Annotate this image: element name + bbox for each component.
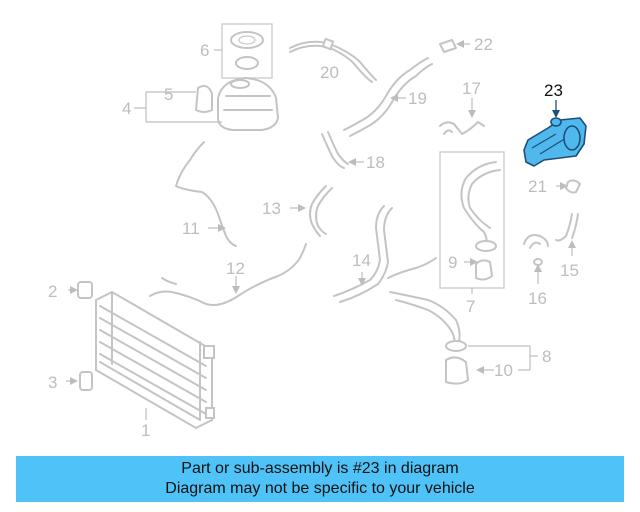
part-2-bracket	[68, 281, 93, 299]
part-3-bracket	[66, 371, 93, 391]
part-18-hose	[321, 131, 364, 169]
part-21-connector	[556, 179, 581, 194]
callout-11: 11	[182, 219, 200, 238]
banner-line-1: Part or sub-assembly is #23 in diagram	[181, 460, 459, 477]
part-13-hose	[290, 185, 333, 237]
part-4-expansion-tank	[134, 76, 280, 131]
callout-13: 13	[262, 199, 281, 218]
part-15-hose	[555, 213, 579, 256]
callout-17: 17	[462, 79, 481, 98]
callout-20: 20	[320, 63, 339, 82]
part-14-pipe	[333, 205, 461, 347]
part-16-hose	[523, 234, 549, 284]
callout-6: 6	[200, 41, 209, 60]
part-1-radiator	[95, 290, 215, 430]
callout-21: 21	[528, 177, 547, 196]
part-23-thermostat-housing[interactable]	[523, 100, 587, 167]
callout-10: 10	[494, 361, 513, 380]
part-19-hose	[343, 57, 433, 137]
callout-4: 4	[122, 99, 131, 118]
callout-18: 18	[366, 153, 385, 172]
part-20-hose	[289, 37, 377, 83]
callout-8: 8	[542, 347, 551, 366]
part-11-pipe	[175, 141, 237, 247]
callout-22: 22	[474, 35, 493, 54]
banner-line-2: Diagram may not be specific to your vehi…	[165, 480, 475, 497]
callout-19: 19	[408, 89, 427, 108]
callout-14: 14	[352, 251, 371, 270]
callout-5: 5	[164, 85, 173, 104]
part-22-connector	[439, 39, 470, 53]
part-12-pipe	[149, 243, 307, 306]
cooling-system-diagram: 1 2 3 4 5 6 7 8 9 10 11 12 13 14 15 16 1…	[48, 23, 587, 440]
part-17-connector	[439, 98, 485, 135]
callout-3: 3	[48, 373, 57, 392]
part-10-fitting	[445, 340, 538, 385]
callout-9: 9	[448, 253, 457, 272]
part-7-hose-kit	[439, 151, 505, 294]
part-6-cap-seal	[214, 23, 273, 79]
info-banner: Part or sub-assembly is #23 in diagram D…	[16, 456, 624, 502]
callout-7: 7	[466, 297, 475, 316]
callout-15: 15	[560, 261, 579, 280]
callout-23: 23	[544, 81, 563, 100]
callout-16: 16	[528, 289, 547, 308]
callout-12: 12	[226, 259, 245, 278]
callout-2: 2	[48, 282, 57, 301]
callout-1: 1	[141, 421, 150, 440]
